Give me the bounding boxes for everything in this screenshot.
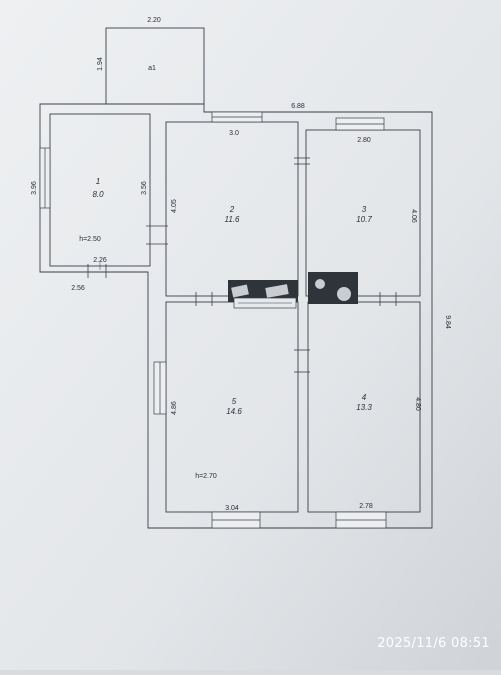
annex-width-label: 2.20 bbox=[147, 17, 161, 24]
room-3-top-dim: 2.80 bbox=[357, 137, 371, 144]
room-1-number: 1 bbox=[96, 177, 100, 186]
room-1-outer-width: 2.56 bbox=[71, 285, 85, 292]
room-5-height: h=2.70 bbox=[195, 473, 217, 480]
room-4-area: 13.3 bbox=[356, 403, 372, 412]
room-1-inner-width: 2.26 bbox=[93, 257, 107, 264]
room-2-top-dim: 3.0 bbox=[229, 130, 239, 137]
photo-timestamp: 2025/11/6 08:51 bbox=[377, 636, 490, 651]
room-1-area: 8.0 bbox=[92, 190, 104, 199]
room-1-height: h=2.50 bbox=[79, 236, 101, 243]
building-outer-wall bbox=[39, 103, 433, 529]
room-5-area: 14.6 bbox=[226, 407, 242, 416]
room-3-area: 10.7 bbox=[356, 215, 372, 224]
room-5-bottom-dim: 3.04 bbox=[225, 505, 239, 512]
annex-name-label: a1 bbox=[148, 65, 156, 72]
overall-length-label: 9.84 bbox=[444, 315, 451, 329]
room-2-side-dim: 4.05 bbox=[171, 199, 178, 213]
room-2-number: 2 bbox=[229, 205, 235, 214]
overall-width-label: 6.88 bbox=[291, 103, 305, 110]
room-2-area: 11.6 bbox=[225, 215, 241, 224]
stove-right bbox=[308, 272, 358, 304]
room-4-side-dim: 4.80 bbox=[414, 397, 421, 411]
room-1-side-right: 3.56 bbox=[141, 181, 148, 195]
stove-left bbox=[228, 280, 298, 309]
room-3-side-dim: 4.06 bbox=[410, 209, 417, 223]
room-4-bottom-dim: 2.78 bbox=[359, 503, 373, 510]
room-4-number: 4 bbox=[362, 393, 367, 402]
room-3-number: 3 bbox=[362, 205, 367, 214]
room-1-side-left: 3.96 bbox=[31, 181, 38, 195]
room-5-side-dim: 4.86 bbox=[171, 401, 178, 415]
annex-depth-label: 1.94 bbox=[97, 57, 104, 71]
room-5-number: 5 bbox=[232, 397, 237, 406]
